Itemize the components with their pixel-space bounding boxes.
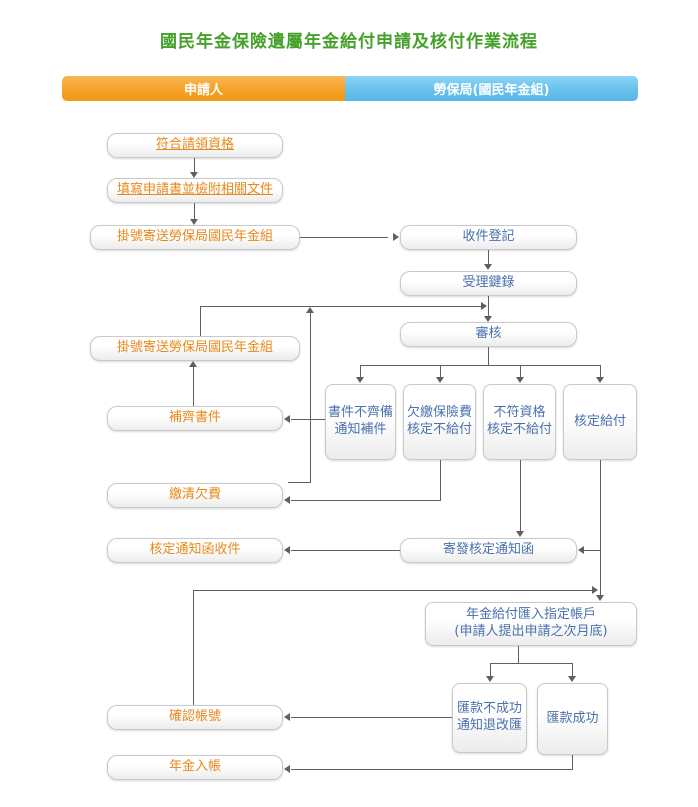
arrowhead [190,172,198,178]
flow-box-send-notice: 寄發核定通知函 [400,538,577,563]
connector [572,664,573,676]
flow-box-confirm-account: 確認帳號 [107,705,283,730]
arrowhead [190,219,198,225]
arrowhead [592,586,598,594]
flow-box-eligibility[interactable]: 符合請領資格 [107,133,283,158]
connector [488,296,489,316]
arrowhead [596,595,604,601]
arrowhead [356,377,364,383]
connector [440,460,441,501]
arrowhead [484,316,492,322]
arrowhead [306,307,314,313]
arrowhead [436,377,444,383]
flow-box-mail-to-bureau-2: 掛號寄送勞保局國民年金組 [90,336,300,361]
connector [291,550,400,551]
connector [300,237,388,238]
arrowhead [486,676,494,682]
connector [193,590,194,705]
arrowhead [284,496,290,504]
flow-box-incomplete-docs: 書件不齊備 通知補件 [325,384,396,460]
connector [488,250,489,264]
connector [291,769,573,770]
flow-box-deposit-account: 年金給付匯入指定帳戶 (申請人提出申請之次月底) [425,602,637,646]
flow-box-review: 審核 [400,322,577,347]
arrowhead [284,713,290,721]
connector [490,664,491,676]
connector [584,550,600,551]
connector [572,755,573,769]
connector [600,460,601,595]
arrowhead [596,377,604,383]
arrowhead [189,361,197,367]
connector [520,366,521,378]
flow-box-remit-fail: 匯款不成功 通知退改匯 [452,683,527,753]
connector [291,500,441,501]
connector [600,366,601,378]
connector [291,717,452,718]
arrowhead [393,233,399,241]
flow-box-pay-arrears: 繳清欠費 [107,483,283,508]
connector [360,365,601,366]
connector [518,646,519,663]
connector [360,366,361,378]
lane-header-applicant: 申請人 [62,76,345,101]
connector [288,482,311,483]
arrowhead [568,676,576,682]
flow-box-supplement-docs: 補齊書件 [107,406,283,431]
arrowhead [481,302,487,310]
arrowhead [484,264,492,270]
connector [200,307,201,336]
connector [193,367,194,406]
flow-box-unqualified: 不符資格 核定不給付 [483,384,556,460]
connector [310,313,311,482]
flow-box-mail-to-bureau-1: 掛號寄送勞保局國民年金組 [90,225,300,250]
flow-box-pension-credited: 年金入帳 [107,755,283,780]
flow-box-approve-payment: 核定給付 [563,384,637,460]
connector [490,663,573,664]
lane-header-bureau: 勞保局(國民年金組) [345,76,638,101]
page-title: 國民年金保險遺屬年金給付申請及核付作業流程 [160,32,538,52]
connector [440,366,441,378]
flow-box-fill-form[interactable]: 填寫申請書並檢附相關文件 [107,178,283,203]
connector [291,419,325,420]
arrowhead [516,531,524,537]
flow-box-register-receipt: 收件登記 [400,225,577,250]
arrowhead [516,377,524,383]
flow-box-receive-notice: 核定通知函收件 [107,538,283,563]
flow-box-entry-keying: 受理鍵錄 [400,271,577,296]
flow-box-remit-success: 匯款成功 [537,683,608,755]
connector [200,306,482,307]
arrowhead [578,546,584,554]
arrowhead [284,546,290,554]
connector [520,460,521,531]
arrowhead [284,765,290,773]
connector [488,347,489,365]
connector [194,203,195,219]
connector [194,158,195,173]
arrowhead [284,415,290,423]
connector [194,590,592,591]
flow-box-unpaid-premium: 欠繳保險費 核定不給付 [403,384,476,460]
